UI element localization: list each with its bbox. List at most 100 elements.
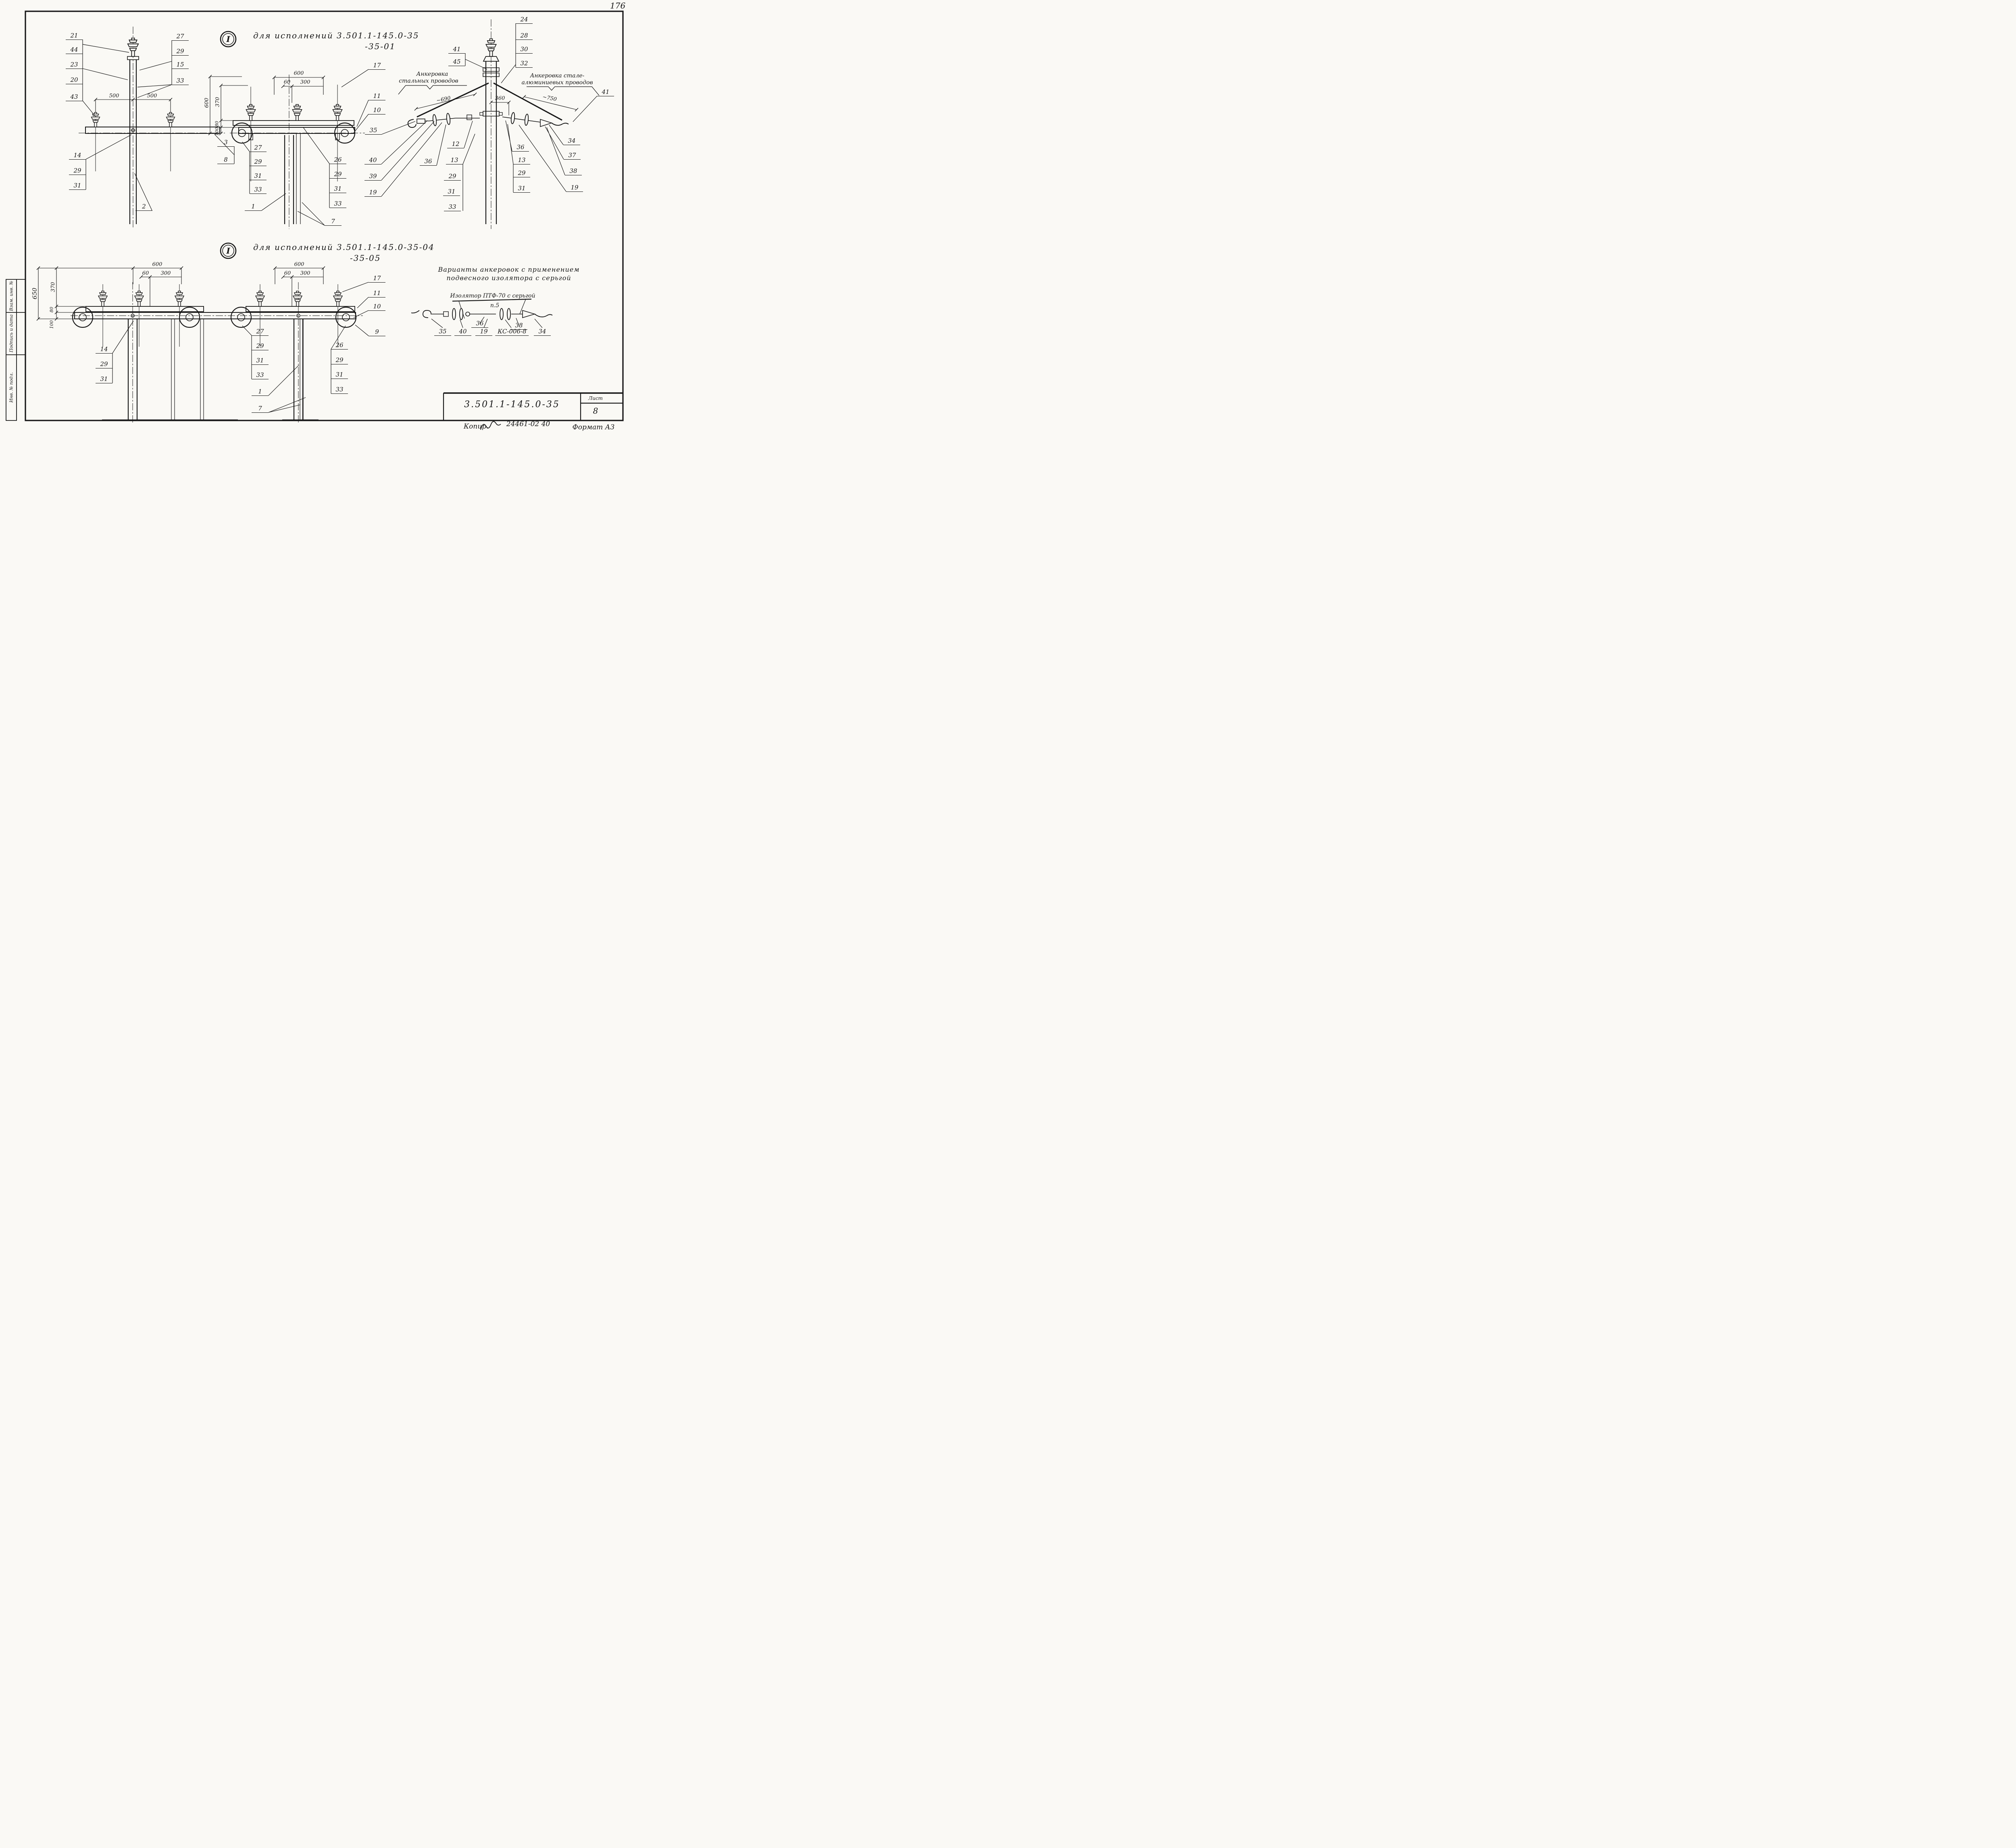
v1-dim-370-v: 370 xyxy=(215,97,221,107)
variants-callout-34: 34 xyxy=(534,328,551,336)
footer-kopir: Копир. xyxy=(464,422,489,431)
v2-rstack-callout-26: 26 xyxy=(331,341,348,350)
v1-dim-60: 60 xyxy=(283,79,291,85)
v2-dim-60-right: 60 xyxy=(284,270,291,277)
anchor-dim-360: 360 xyxy=(495,95,505,102)
v2-dim-600-left: 600 xyxy=(152,261,162,268)
view1-marker: I xyxy=(226,34,230,44)
variants-title-line1: Варианты анкеровок с применением xyxy=(438,266,580,273)
v1-callout-7: 7 xyxy=(325,218,342,226)
anchor-caption-right-1: Анкеровка стале- xyxy=(530,73,585,79)
variants-title-line2: подвесного изолятора с серьгой xyxy=(446,274,571,282)
variants-callout-ks006: КС-006-8 xyxy=(495,328,529,336)
v1-mid-callout-31: 31 xyxy=(250,172,267,180)
anchor-callout-19: 19 xyxy=(364,189,381,197)
signature-squiggle xyxy=(480,421,501,430)
v1-left-callout-44: 44 xyxy=(66,46,83,54)
footer-format: Формат А3 xyxy=(572,423,615,431)
view1-pole-assembly xyxy=(79,27,225,229)
anchor-callout-12: 12 xyxy=(447,140,464,148)
v2-dim-370: 370 xyxy=(50,282,56,292)
anchor-right-callout-13: 13 xyxy=(513,156,530,164)
sheet-frame xyxy=(6,10,624,421)
view2-title: для исполнений 3.501.1-145.0-35-04 xyxy=(253,242,435,252)
view1-marker-circle xyxy=(220,31,237,48)
anchor-callout-35: 35 xyxy=(365,127,382,135)
view2-marker: I xyxy=(226,246,230,256)
variants-callout-38: 38 xyxy=(510,322,527,330)
v2-dim-60-left: 60 xyxy=(142,270,149,277)
anchor-caption-left-1: Анкеровка xyxy=(416,71,448,77)
anchor-mid-callout-31: 31 xyxy=(443,188,460,196)
footer-doc-number: 24461-02 40 xyxy=(506,420,550,428)
v2-pole-callout-29: 29 xyxy=(96,360,112,368)
variants-callout-19: 19 xyxy=(475,328,492,336)
anchor-callout-34: 34 xyxy=(563,137,580,145)
anchor-callout-19-right: 19 xyxy=(566,184,583,192)
v1-side-callout-11: 11 xyxy=(369,92,385,100)
v2-dim-650: 650 xyxy=(31,287,38,300)
v1-left-callout-20: 20 xyxy=(66,76,83,84)
corner-note: 176 xyxy=(610,1,626,10)
anchor-callout-24: 24 xyxy=(516,16,533,24)
v2-dim-300-left: 300 xyxy=(160,270,171,277)
v1-callout-8: 8 xyxy=(217,156,234,164)
anchor-mid-callout-33: 33 xyxy=(444,203,461,211)
view2-subtitle: -35-05 xyxy=(350,253,381,263)
anchor-right-callout-31: 31 xyxy=(513,185,530,193)
v1-callout-3: 3 xyxy=(217,139,234,147)
v1-rstack-callout-29: 29 xyxy=(329,171,346,179)
stamp-strip-middle: Подпись и дата xyxy=(8,314,14,353)
anchor-callout-36-right: 36 xyxy=(512,144,529,152)
title-block-sheet-label: Лист xyxy=(588,395,603,401)
anchor-caption-right-2: алюминиевых проводов xyxy=(521,79,593,86)
drawing-sheet: 176 Взам. инв. № Подпись и дата Инв. № п… xyxy=(0,0,632,442)
v2-mid-callout-29: 29 xyxy=(252,342,269,350)
v1-mid-callout-27: 27 xyxy=(250,144,267,152)
v1-callout-2: 2 xyxy=(135,203,152,211)
v1-right-callout-27: 27 xyxy=(172,33,189,41)
view1-title: для исполнений 3.501.1-145.0-35 xyxy=(253,31,419,40)
v2-mid-callout-33: 33 xyxy=(252,371,269,379)
title-block-lines xyxy=(443,392,623,420)
variants-insulator-label: Изолятор ПТФ-70 с серьгой xyxy=(450,293,535,299)
anchor-callout-32: 32 xyxy=(516,60,533,68)
v1-dim-500-left: 500 xyxy=(109,93,119,99)
v1-dim-100-v: 100 xyxy=(214,127,220,136)
anchor-callout-45: 45 xyxy=(448,58,465,66)
v2-dim-100: 100 xyxy=(49,320,54,329)
v1-left-callout-43: 43 xyxy=(66,93,83,101)
anchor-callout-38: 38 xyxy=(565,167,582,175)
v1-mid-callout-33: 33 xyxy=(250,186,267,194)
v1-pole-callout-14: 14 xyxy=(69,152,86,160)
v1-rstack-callout-26: 26 xyxy=(329,156,346,164)
variants-callout-36: 36 xyxy=(471,320,488,328)
stamp-strip-bottom: Инв. № подл. xyxy=(8,372,14,403)
variants-callout-40: 40 xyxy=(454,328,471,336)
v1-pole-callout-31: 31 xyxy=(69,182,86,190)
v1-dim-80-v: 80 xyxy=(214,121,220,127)
title-block-code: 3.501.1-145.0-35 xyxy=(464,400,560,410)
variants-callout-35: 35 xyxy=(434,328,451,336)
view1-subtitle: -35-01 xyxy=(365,42,396,51)
v2-side-callout-9: 9 xyxy=(369,328,385,336)
anchor-caption-left-2: стальных проводов xyxy=(399,78,458,84)
anchor-callout-36-left: 36 xyxy=(420,158,437,166)
variants-string xyxy=(411,298,553,319)
v2-dim-600-right: 600 xyxy=(294,261,304,268)
view1-crossarm-assembly xyxy=(208,75,365,229)
v1-side-callout-17: 17 xyxy=(369,62,385,70)
v2-side-callout-11: 11 xyxy=(369,289,385,298)
title-block-sheet-number: 8 xyxy=(593,406,598,416)
v1-dim-500-right: 500 xyxy=(147,93,157,99)
v1-right-callout-33: 33 xyxy=(172,77,189,85)
v1-pole-callout-29: 29 xyxy=(69,167,86,175)
v2-side-callout-17: 17 xyxy=(369,275,385,283)
v1-mid-callout-29: 29 xyxy=(250,158,267,166)
v2-pole-callout-14: 14 xyxy=(96,345,112,354)
anchor-callout-40: 40 xyxy=(364,156,381,164)
anchor-callout-30: 30 xyxy=(516,46,533,54)
stamp-strip-top: Взам. инв. № xyxy=(8,281,14,311)
v1-rstack-callout-31: 31 xyxy=(329,185,346,193)
anchor-callout-41: 41 xyxy=(448,46,465,54)
